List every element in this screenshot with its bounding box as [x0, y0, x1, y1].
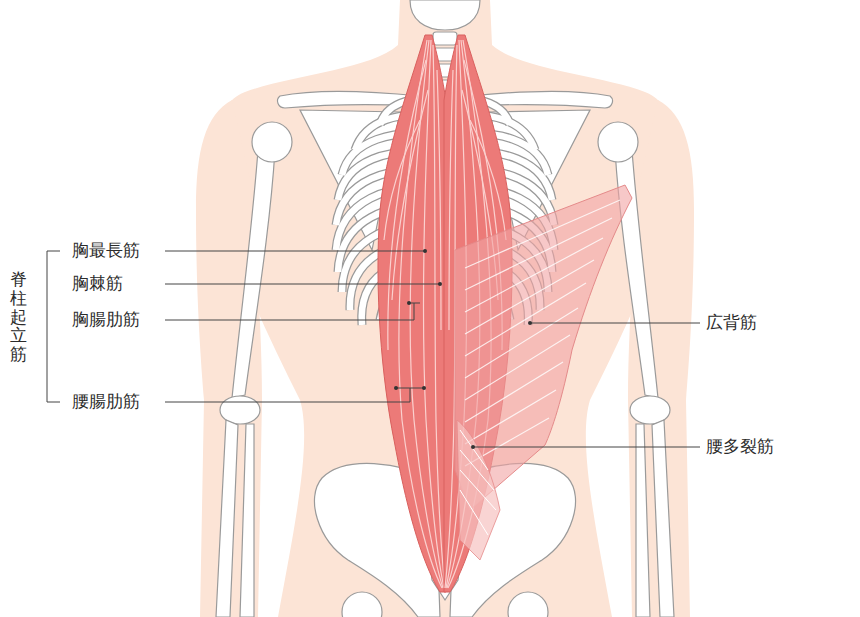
muscle-label: 腰腸肋筋 — [72, 392, 140, 412]
leader-lines — [47, 251, 700, 447]
muscle-label: 胸棘筋 — [72, 274, 123, 294]
muscle-label: 広背筋 — [706, 313, 757, 333]
muscle-label: 胸腸肋筋 — [72, 310, 140, 330]
latissimus-dorsi — [455, 185, 632, 510]
lumbar-multifidus — [457, 420, 500, 560]
erector-spinae — [378, 35, 446, 592]
leader-dots — [394, 249, 532, 449]
group-label: 脊柱起立筋 — [10, 271, 27, 364]
muscle-label: 胸最長筋 — [72, 241, 140, 261]
muscle-label: 腰多裂筋 — [706, 437, 774, 457]
